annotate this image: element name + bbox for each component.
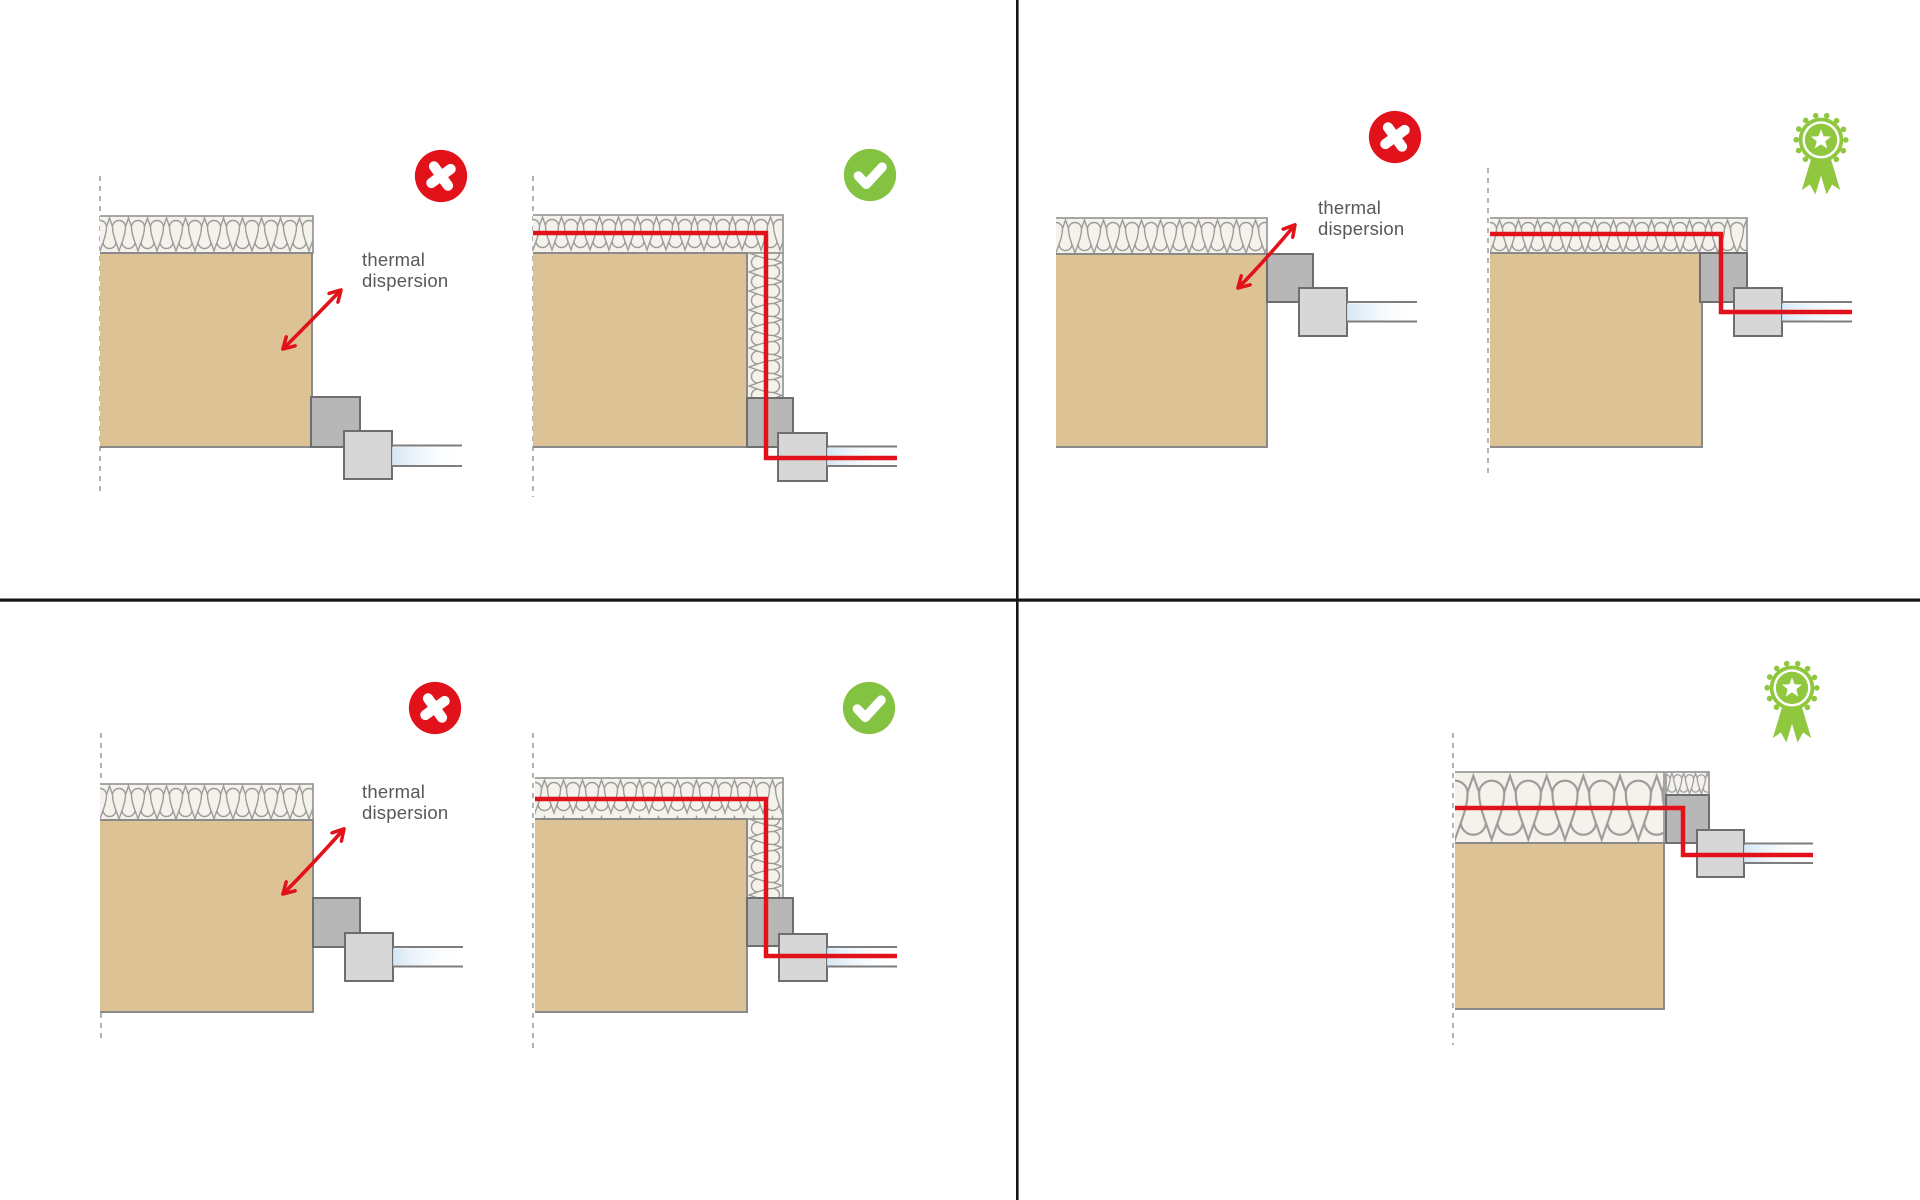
thermal-dispersion-label: thermal dispersion [362,781,448,823]
cross-circle-icon [1369,111,1421,163]
thermal-dispersion-label: thermal dispersion [1318,197,1404,239]
diagram-top-left-wrong [99,150,467,492]
glazing-lines [393,946,463,968]
label-line-2: dispersion [362,270,449,291]
thermal-dispersion-label: thermal dispersion [362,249,448,291]
glazing-lines [1782,301,1852,323]
wall [1490,252,1703,448]
glazing-lines [827,946,897,968]
quadrant-divider-vertical [1016,0,1019,1200]
shutter-box-insulation [1665,771,1710,796]
glazing-lines [1347,301,1417,323]
diagram-top-right-wrong [1056,111,1421,448]
wall [1455,842,1665,1010]
wall [533,252,748,448]
window-frame-box [344,932,394,982]
glazing-lines [1744,842,1813,864]
floor-insulation [100,215,314,254]
wall [1056,253,1268,448]
thermal-dispersion-arrow [284,830,343,893]
glazing [1347,303,1417,321]
quadrant-divider-horizontal [0,598,1920,602]
diagram-top-right-best [1487,115,1852,473]
cross-circle-icon [409,682,461,734]
label-line-1: thermal [1318,197,1382,218]
glazing-lines [392,444,462,467]
glazing-lines [827,445,897,467]
window-frame-box [343,430,393,480]
label-line-1: thermal [362,249,426,270]
label-line-2: dispersion [1318,218,1405,239]
diagram-bottom-left-correct [532,682,897,1048]
diagram-bottom-right-best [1452,663,1817,1045]
glazing [393,948,463,966]
label-line-2: dispersion [362,802,449,823]
wall [100,252,313,448]
wall [535,818,748,1013]
diagram-bottom-left-wrong [100,682,463,1043]
diagram-top-left-correct [532,149,897,497]
insulation-red-line [1455,805,1813,858]
insulation-red-line [533,230,897,461]
award-rosette-icon [1767,663,1817,742]
label-line-1: thermal [362,781,426,802]
glazing [392,447,462,465]
insulation-red-line [1490,231,1852,315]
award-rosette-icon [1796,115,1846,194]
cross-circle-icon [415,150,467,202]
thermal-dispersion-arrow [1239,226,1294,287]
roller-shutter-box [1665,794,1710,844]
check-circle-icon [843,682,895,734]
floor-insulation [100,783,314,821]
thermal-dispersion-arrow [284,291,340,348]
wall [100,819,314,1013]
floor-insulation [1056,217,1268,255]
insulation-red-line [535,796,897,959]
window-frame-box [1298,287,1348,337]
check-circle-icon [844,149,896,201]
